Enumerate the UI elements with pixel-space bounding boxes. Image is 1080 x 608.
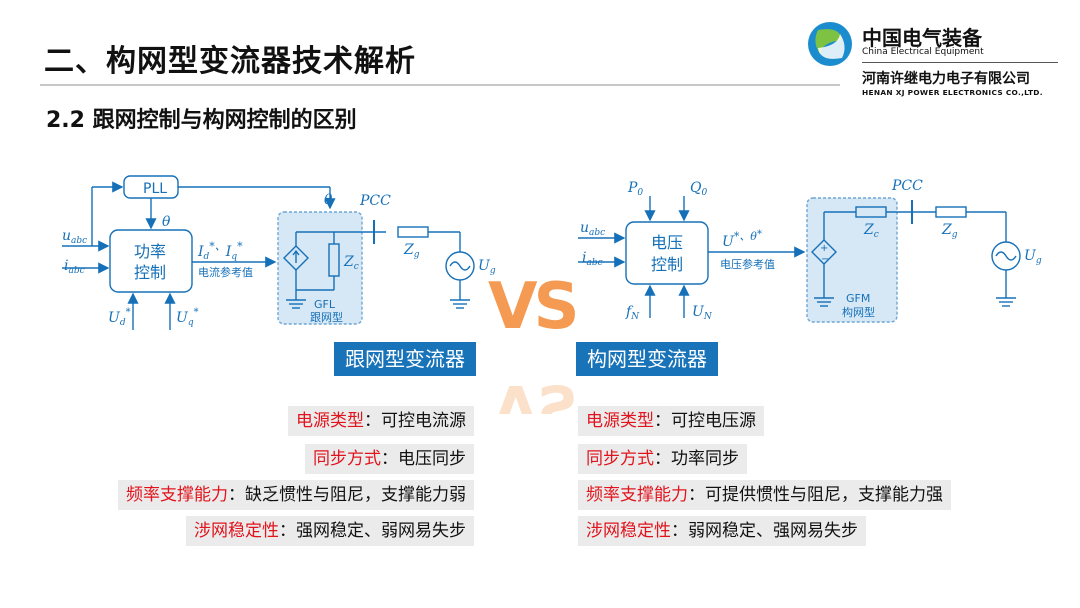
section-subtitle: 2.2 跟网控制与构网控制的区别 bbox=[46, 108, 357, 133]
pll-label: PLL bbox=[143, 181, 167, 197]
gfm-row-stability: 涉网稳定性：弱网稳定、强网易失步 bbox=[578, 516, 866, 546]
title-divider bbox=[40, 84, 840, 86]
gfm-row-freq-support: 频率支撑能力：可提供惯性与阻尼，支撑能力强 bbox=[578, 480, 951, 510]
gfm-row-source-type: 电源类型：可控电压源 bbox=[578, 406, 764, 436]
gfl-zg-label: Zg bbox=[403, 242, 420, 260]
gfl-ref-output: Id*、Iq* bbox=[197, 240, 243, 262]
gfm-converter-label: 构网型变流器 bbox=[576, 342, 718, 376]
gfm-labels: 电压 控制 P0 Q0 uabc iabc U*、θ* 电压参考值 fN UN … bbox=[580, 178, 1042, 322]
gfm-zc-label: Zc bbox=[863, 222, 879, 240]
page-title: 二、构网型变流器技术解析 bbox=[44, 44, 416, 79]
gfm-ctrl-line2: 控制 bbox=[651, 255, 683, 274]
logo-company-cn: 河南许继电力电子有限公司 bbox=[862, 71, 1030, 87]
gfl-uabc-label: uabc bbox=[62, 228, 87, 246]
gfl-pcc-label: PCC bbox=[359, 193, 391, 209]
gfl-row-stability: 涉网稳定性：强网稳定、弱网易失步 bbox=[186, 516, 474, 546]
gfl-iabc-label: iabc bbox=[64, 258, 85, 276]
vs-reflection: VS bbox=[494, 374, 578, 414]
gfm-iabc-label: iabc bbox=[582, 250, 603, 268]
gfl-uq-label: Uq* bbox=[176, 307, 199, 328]
plus-sign-icon: + bbox=[820, 243, 828, 254]
gfm-zg-impedance bbox=[935, 206, 967, 218]
gfm-type-cn: 构网型 bbox=[842, 305, 875, 319]
gfm-q0-label: Q0 bbox=[690, 180, 707, 198]
gfl-ctrl-line2: 控制 bbox=[134, 263, 166, 282]
gfm-row-sync: 同步方式：功率同步 bbox=[578, 444, 747, 474]
gfl-converter-box bbox=[277, 211, 363, 325]
gfm-diamond-signs: + − bbox=[820, 243, 829, 265]
gfm-zg-label: Zg bbox=[941, 222, 958, 240]
gfl-type-cn: 跟网型 bbox=[310, 310, 343, 324]
minus-sign-icon: − bbox=[821, 254, 829, 265]
gfm-voltage-controller bbox=[625, 221, 709, 285]
gfl-ug-label: Ug bbox=[478, 258, 496, 276]
gfm-ug-label: Ug bbox=[1024, 248, 1042, 266]
logo-emblem-icon bbox=[808, 22, 852, 66]
vs-text: VS bbox=[488, 270, 580, 344]
gfm-uabc-label: uabc bbox=[580, 220, 605, 238]
gfl-ctrl-line1: 功率 bbox=[134, 242, 166, 261]
gfm-type-en: GFM bbox=[846, 292, 870, 305]
gfl-row-freq-support: 频率支撑能力：缺乏惯性与阻尼，支撑能力弱 bbox=[118, 480, 474, 510]
gfl-converter-label: 跟网型变流器 bbox=[334, 342, 476, 376]
gfm-fn-label: fN bbox=[625, 304, 640, 322]
logo-divider bbox=[862, 62, 1058, 63]
company-logo: 中国电气装备 China Electrical Equipment 河南许继电力… bbox=[800, 20, 1070, 110]
gfl-theta-out: θ bbox=[324, 192, 333, 208]
gfm-ctrl-line1: 电压 bbox=[651, 233, 683, 252]
gfm-diagram bbox=[578, 196, 1021, 323]
gfm-ref-output: U*、θ* bbox=[722, 229, 762, 250]
gfl-theta-in: θ bbox=[162, 214, 171, 230]
gfm-p0-label: P0 bbox=[627, 180, 643, 198]
gfm-pcc-label: PCC bbox=[891, 178, 923, 194]
gfl-ref-label: 电流参考值 bbox=[198, 265, 253, 279]
logo-company-en: HENAN XJ POWER ELECTRONICS CO.,LTD. bbox=[862, 88, 1043, 97]
gfl-zg-impedance bbox=[397, 226, 429, 238]
logo-name-en: China Electrical Equipment bbox=[862, 47, 984, 57]
gfm-converter-box bbox=[806, 197, 898, 323]
gfl-type-en: GFL bbox=[314, 298, 336, 311]
gfl-row-source-type: 电源类型：可控电流源 bbox=[288, 406, 474, 436]
gfl-row-sync: 同步方式：电压同步 bbox=[305, 444, 474, 474]
logo-name-cn: 中国电气装备 bbox=[862, 26, 982, 50]
gfl-zc-label: Zc bbox=[343, 254, 359, 272]
gfl-ud-label: Ud* bbox=[108, 307, 131, 328]
gfl-power-controller bbox=[109, 229, 193, 293]
gfm-un-label: UN bbox=[692, 304, 713, 322]
gfl-diagram bbox=[62, 175, 475, 330]
gfl-labels: PLL 功率 控制 uabc iabc θ θ Id*、Iq* 电流参考值 Ud… bbox=[62, 181, 496, 328]
gfm-ref-label: 电压参考值 bbox=[720, 257, 775, 271]
